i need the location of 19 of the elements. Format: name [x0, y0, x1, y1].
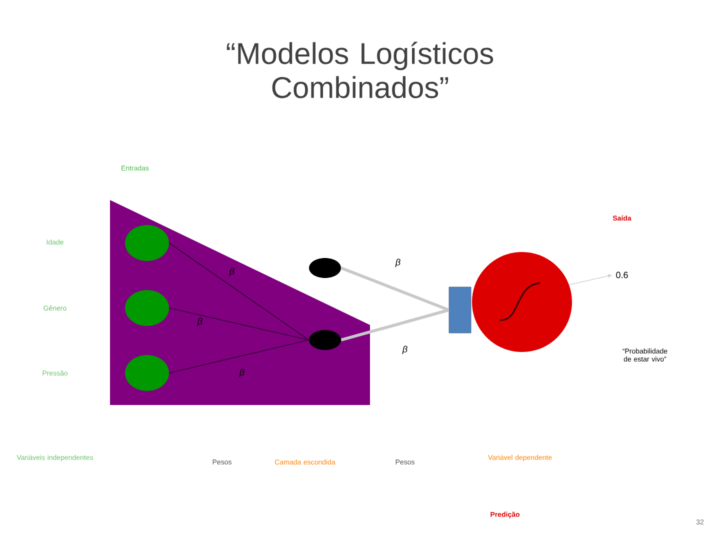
input-node — [125, 225, 169, 261]
hidden-node — [309, 258, 341, 278]
input-node — [125, 290, 169, 326]
title: “Modelos Logísticos Combinados” — [226, 42, 494, 98]
connector-line — [340, 266, 450, 312]
value-text: 0.6 — [616, 272, 628, 278]
input-node — [125, 355, 169, 391]
hidden-node — [309, 330, 341, 350]
output-neuron-drawing — [472, 252, 572, 352]
connector-line — [168, 242, 310, 340]
weight-label: β — [197, 318, 202, 326]
weight-label: β — [395, 258, 400, 268]
summation-box — [448, 286, 472, 334]
weight-label: β — [229, 268, 234, 276]
connector-line — [168, 340, 310, 374]
weight-label: β — [239, 368, 244, 378]
weight-label: β — [402, 346, 408, 354]
connector-line — [168, 308, 310, 340]
connector-line — [340, 308, 450, 342]
